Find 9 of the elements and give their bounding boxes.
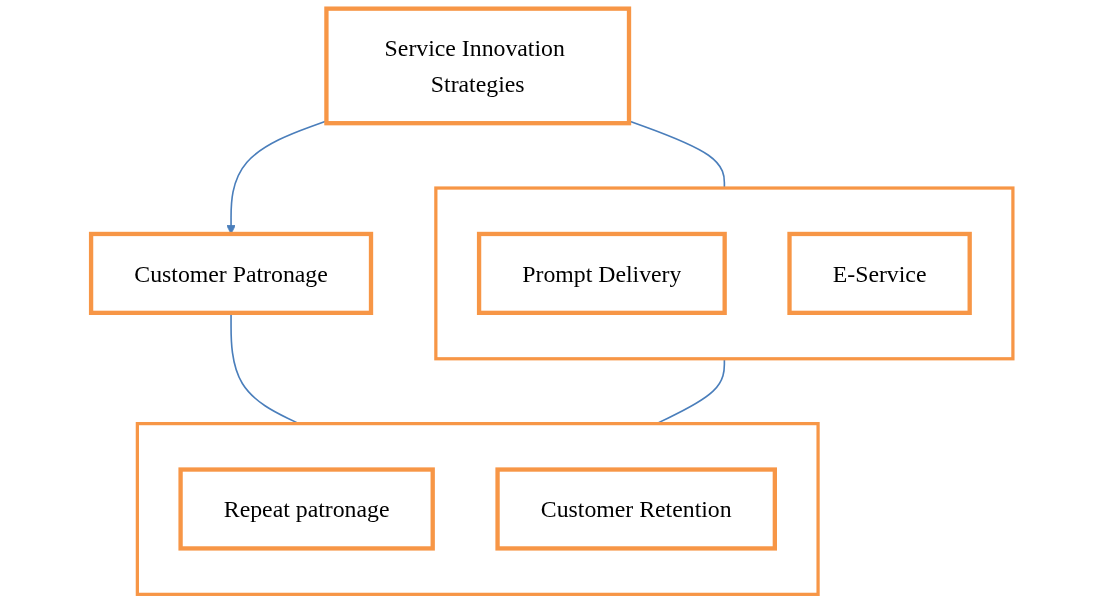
node-box: Customer Patronage	[88, 231, 374, 315]
connector	[628, 120, 726, 189]
node-box: Customer Retention	[495, 467, 777, 551]
node-box: E-Service	[787, 231, 972, 315]
node-box: Service Innovation Strategies	[324, 6, 632, 126]
node-box: Repeat patronage	[178, 467, 435, 551]
node-box: Prompt Delivery	[476, 231, 727, 315]
cluster	[434, 186, 1015, 361]
cluster	[135, 422, 820, 596]
